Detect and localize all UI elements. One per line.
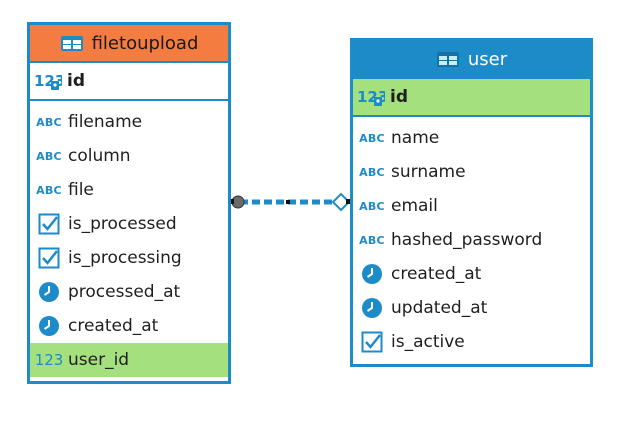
column-row[interactable]: ABC column (30, 139, 228, 173)
column-label: filename (68, 112, 143, 132)
foreign-key-row[interactable]: 123 user_id (30, 343, 228, 377)
column-label: surname (391, 162, 466, 182)
text-type-icon: ABC (36, 115, 62, 129)
column-label: column (68, 146, 131, 166)
column-label: is_active (391, 332, 465, 352)
entity-header[interactable]: user (353, 41, 590, 79)
column-row[interactable]: ABC file (30, 173, 228, 207)
column-label: name (391, 128, 440, 148)
relation-mid-dot (286, 200, 290, 204)
text-type-icon: ABC (359, 131, 385, 145)
column-label: email (391, 196, 438, 216)
column-label: file (68, 180, 94, 200)
relation-start-dot (229, 199, 234, 204)
column-row[interactable]: processed_at (30, 275, 228, 309)
clock-icon (35, 281, 63, 303)
column-row[interactable]: ABC surname (353, 155, 590, 189)
numeric-key-icon: 123 (357, 87, 385, 107)
checkbox-icon (358, 331, 386, 353)
checkbox-icon (35, 213, 63, 235)
primary-key-row[interactable]: 123 id (30, 63, 228, 101)
entity-title: user (467, 48, 508, 70)
text-type-icon: ABC (359, 199, 385, 213)
column-label: is_processed (68, 214, 177, 234)
numeric-icon: 123 (34, 351, 64, 369)
column-row[interactable]: ABC filename (30, 105, 228, 139)
column-label: user_id (68, 350, 130, 370)
entity-filetoupload[interactable]: filetoupload 123 id ABC filename ABC col… (27, 22, 231, 384)
column-label: is_processing (68, 248, 182, 268)
column-label: created_at (68, 316, 159, 336)
primary-key-row[interactable]: 123 id (353, 79, 590, 117)
table-icon (436, 51, 459, 67)
clock-icon (358, 263, 386, 285)
column-row[interactable]: is_active (353, 325, 590, 359)
column-row[interactable]: ABC name (353, 121, 590, 155)
entity-header[interactable]: filetoupload (30, 25, 228, 63)
column-row[interactable]: ABC hashed_password (353, 223, 590, 257)
column-row[interactable]: is_processed (30, 207, 228, 241)
column-row[interactable]: updated_at (353, 291, 590, 325)
column-row[interactable]: ABC email (353, 189, 590, 223)
column-label: id (390, 87, 408, 107)
table-icon (60, 35, 83, 51)
column-label: created_at (391, 264, 482, 284)
text-type-icon: ABC (36, 149, 62, 163)
column-label: processed_at (68, 282, 181, 302)
column-row[interactable]: created_at (353, 257, 590, 291)
checkbox-icon (35, 247, 63, 269)
clock-icon (358, 297, 386, 319)
entity-user[interactable]: user 123 id ABC name ABC surname ABC ema… (350, 38, 593, 367)
column-label: updated_at (391, 298, 488, 318)
text-type-icon: ABC (36, 183, 62, 197)
column-row[interactable]: is_processing (30, 241, 228, 275)
relation-end-dot (346, 199, 351, 204)
column-label: id (67, 71, 85, 91)
column-label: hashed_password (391, 230, 543, 250)
text-type-icon: ABC (359, 165, 385, 179)
entity-title: filetoupload (91, 32, 199, 54)
text-type-icon: ABC (359, 233, 385, 247)
clock-icon (35, 315, 63, 337)
column-row[interactable]: created_at (30, 309, 228, 343)
numeric-key-icon: 123 (34, 71, 62, 91)
